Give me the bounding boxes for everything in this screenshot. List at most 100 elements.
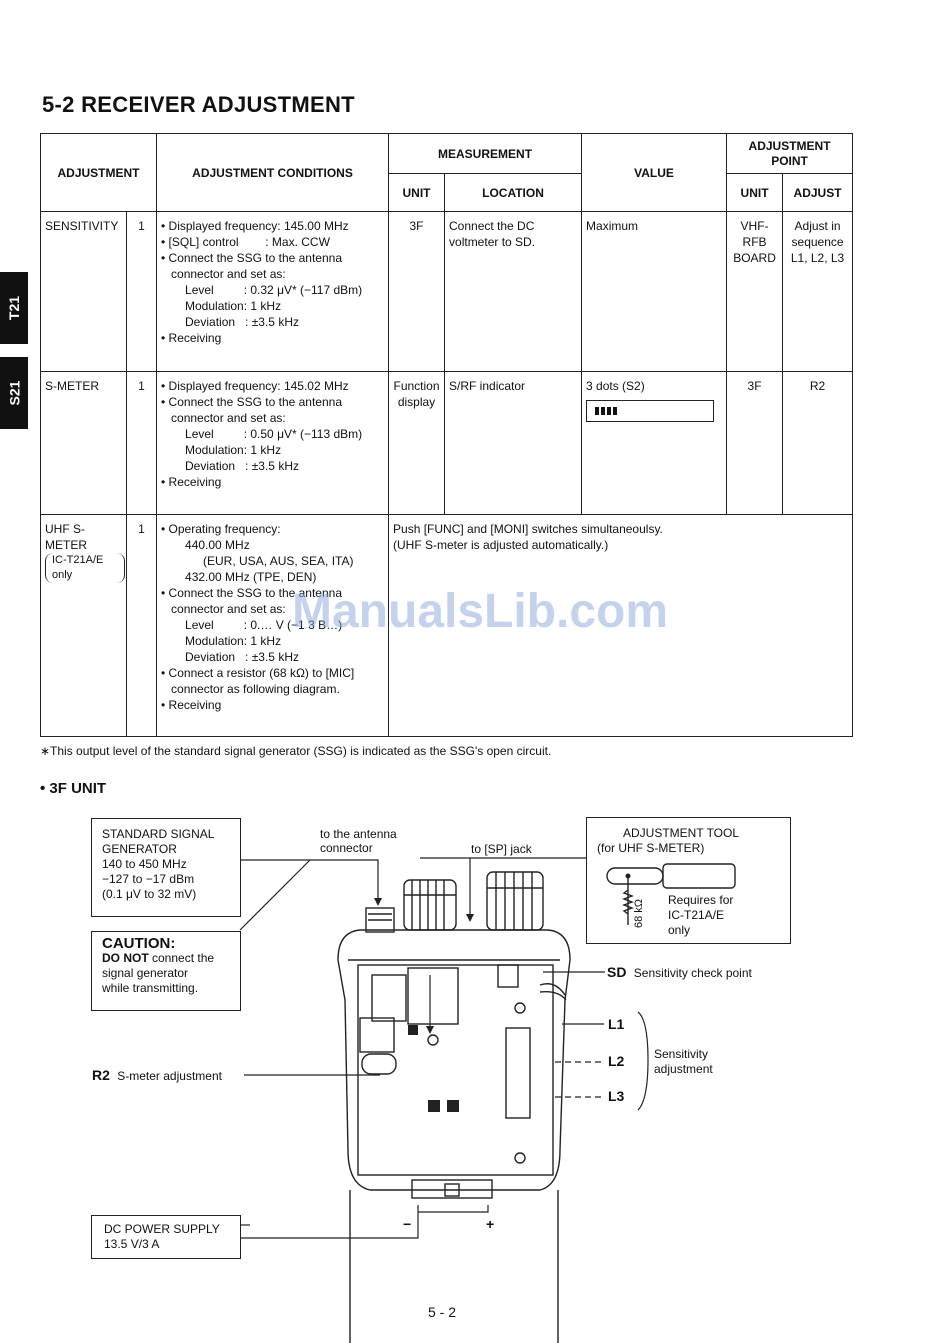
row-value: 3 dots (S2) xyxy=(582,372,726,428)
header-adjustment-point: ADJUSTMENT POINT xyxy=(726,133,854,174)
r2-code: R2 xyxy=(92,1067,110,1083)
condition-line: Level : 0.… V (−1 3 B…) xyxy=(185,618,343,632)
row-name: S-METER xyxy=(45,379,99,393)
condition-line: Modulation: 1 kHz xyxy=(185,299,282,313)
condition-line: • Connect the SSG to the antenna xyxy=(161,251,343,265)
condition-line: • Displayed frequency: 145.00 MHz xyxy=(161,219,349,233)
antenna-label-line: connector xyxy=(320,841,373,855)
table-row: SENSITIVITY 1 • Displayed frequency: 145… xyxy=(40,211,854,372)
header-ap-unit: UNIT xyxy=(726,173,784,212)
condition-line: • Operating frequency: xyxy=(161,522,281,536)
sd-label: SD Sensitivity check point xyxy=(607,964,752,980)
row-value: Maximum xyxy=(586,219,639,233)
r2-label: R2 S-meter adjustment xyxy=(92,1067,222,1083)
condition-line: connector and set as: xyxy=(171,267,286,281)
header-unit: UNIT xyxy=(388,173,446,212)
row-name: UHF S-METER IC-T21A/E only xyxy=(41,515,126,589)
condition-line: Deviation : ±3.5 kHz xyxy=(185,459,299,473)
l3-label: L3 xyxy=(608,1088,625,1104)
l1-label: L1 xyxy=(608,1016,625,1032)
condition-line: Modulation: 1 kHz xyxy=(185,634,282,648)
row-ap-adjust: R2 xyxy=(809,379,826,393)
condition-line: Deviation : ±3.5 kHz xyxy=(185,650,299,664)
caution-box: CAUTION: DO NOT connect the signal gener… xyxy=(91,931,241,1011)
sensitivity-line: Sensitivity xyxy=(654,1047,709,1061)
footnote: ∗This output level of the standard signa… xyxy=(40,744,552,758)
adjustment-table: ADJUSTMENT ADJUSTMENT CONDITIONS MEASURE… xyxy=(39,133,854,737)
row-ap-unit: VHF-RFB BOARD xyxy=(733,219,776,265)
row-unit: 3F xyxy=(409,219,424,233)
condition-line: Deviation : ±3.5 kHz xyxy=(185,315,299,329)
row-step: 1 xyxy=(138,219,145,233)
row-unit: Function display xyxy=(393,379,440,409)
condition-line: • [SQL] control : Max. CCW xyxy=(161,235,330,249)
minus-sign: − xyxy=(403,1216,412,1232)
row-location: S/RF indicator xyxy=(449,379,526,393)
condition-line: • Receiving xyxy=(161,475,222,489)
side-tab-s21[interactable]: S21 xyxy=(0,357,28,429)
side-tab-t21[interactable]: T21 xyxy=(0,272,28,344)
condition-line: • Receiving xyxy=(161,331,222,345)
ssg-box: STANDARD SIGNAL GENERATOR 140 to 450 MHz… xyxy=(91,818,241,917)
condition-line: 432.00 MHz (TPE, DEN) xyxy=(185,570,317,584)
tool-line: ADJUSTMENT TOOL xyxy=(623,826,740,840)
row-ap-adjust: Adjust in sequence L1, L2, L3 xyxy=(790,219,845,265)
condition-line: connector as following diagram. xyxy=(171,682,340,696)
requires-line: only xyxy=(668,923,691,937)
row-conditions: • Displayed frequency: 145.00 MHz • [SQL… xyxy=(157,212,388,352)
r2-desc: S-meter adjustment xyxy=(117,1069,222,1083)
condition-line: Modulation: 1 kHz xyxy=(185,443,282,457)
antenna-label-line: to the antenna xyxy=(320,827,397,841)
dc-line: 13.5 V/3 A xyxy=(104,1237,160,1251)
sensitivity-line: adjustment xyxy=(654,1062,713,1076)
header-adjustment: ADJUSTMENT xyxy=(39,133,158,212)
requires-line: IC-T21A/E xyxy=(668,908,725,922)
row-conditions: • Displayed frequency: 145.02 MHz • Conn… xyxy=(157,372,388,496)
ssg-line: STANDARD SIGNAL xyxy=(102,827,215,841)
row-merged-note: Push [FUNC] and [MONI] switches simultan… xyxy=(389,515,852,559)
page-number: 5 - 2 xyxy=(428,1304,457,1320)
condition-line: • Displayed frequency: 145.02 MHz xyxy=(161,379,349,393)
ssg-line: −127 to −17 dBm xyxy=(102,872,195,886)
section-subheading: • 3F UNIT xyxy=(40,780,107,797)
row-ap-unit: 3F xyxy=(747,379,762,393)
ssg-line: 140 to 450 MHz xyxy=(102,857,187,871)
requires-label: Requires for IC-T21A/E only xyxy=(668,893,733,938)
watermark: ManualsLib.com xyxy=(292,585,669,638)
merged-note-line: (UHF S-meter is adjusted automatically.) xyxy=(393,538,609,552)
sp-jack-label: to [SP] jack xyxy=(471,842,532,856)
header-value: VALUE xyxy=(581,133,728,212)
requires-line: Requires for xyxy=(668,893,734,907)
page-title: 5-2 RECEIVER ADJUSTMENT xyxy=(42,92,355,117)
condition-line: • Connect the SSG to the antenna xyxy=(161,395,343,409)
sd-code: SD xyxy=(607,964,627,980)
condition-line: • Connect the SSG to the antenna xyxy=(161,586,343,600)
row-step: 1 xyxy=(138,379,145,393)
tool-line: (for UHF S-METER) xyxy=(597,841,705,855)
condition-line: Level : 0.50 μV* (−113 dBm) xyxy=(185,427,363,441)
plus-sign: + xyxy=(486,1216,495,1232)
caution-bold: DO NOT xyxy=(102,951,149,965)
table-row: UHF S-METER IC-T21A/E only 1 • Operating… xyxy=(40,514,854,737)
antenna-label: to the antenna connector xyxy=(320,827,397,855)
l2-label: L2 xyxy=(608,1053,625,1069)
row-location: Connect the DC voltmeter to SD. xyxy=(449,219,536,249)
row-conditions: • Operating frequency: 440.00 MHz (EUR, … xyxy=(157,515,388,719)
row-name: SENSITIVITY xyxy=(45,219,119,233)
caution-text: connect the xyxy=(148,951,215,965)
row-name-note: IC-T21A/E only xyxy=(45,553,125,583)
caution-text: signal generator xyxy=(102,966,189,980)
header-conditions: ADJUSTMENT CONDITIONS xyxy=(156,133,390,212)
condition-line: connector and set as: xyxy=(171,602,286,616)
resistor-label: 68 kΩ xyxy=(633,898,645,928)
ssg-line: GENERATOR xyxy=(102,842,177,856)
sensitivity-label: Sensitivity adjustment xyxy=(654,1047,713,1077)
s-meter-indicator xyxy=(586,400,715,422)
caution-text: while transmitting. xyxy=(102,981,199,995)
ssg-line: (0.1 μV to 32 mV) xyxy=(102,887,197,901)
condition-line: Level : 0.32 μV* (−117 dBm) xyxy=(185,283,363,297)
condition-line: • Receiving xyxy=(161,698,222,712)
condition-line: (EUR, USA, AUS, SEA, ITA) xyxy=(203,554,354,568)
adjustment-tool-box: ADJUSTMENT TOOL (for UHF S-METER) xyxy=(586,817,791,944)
